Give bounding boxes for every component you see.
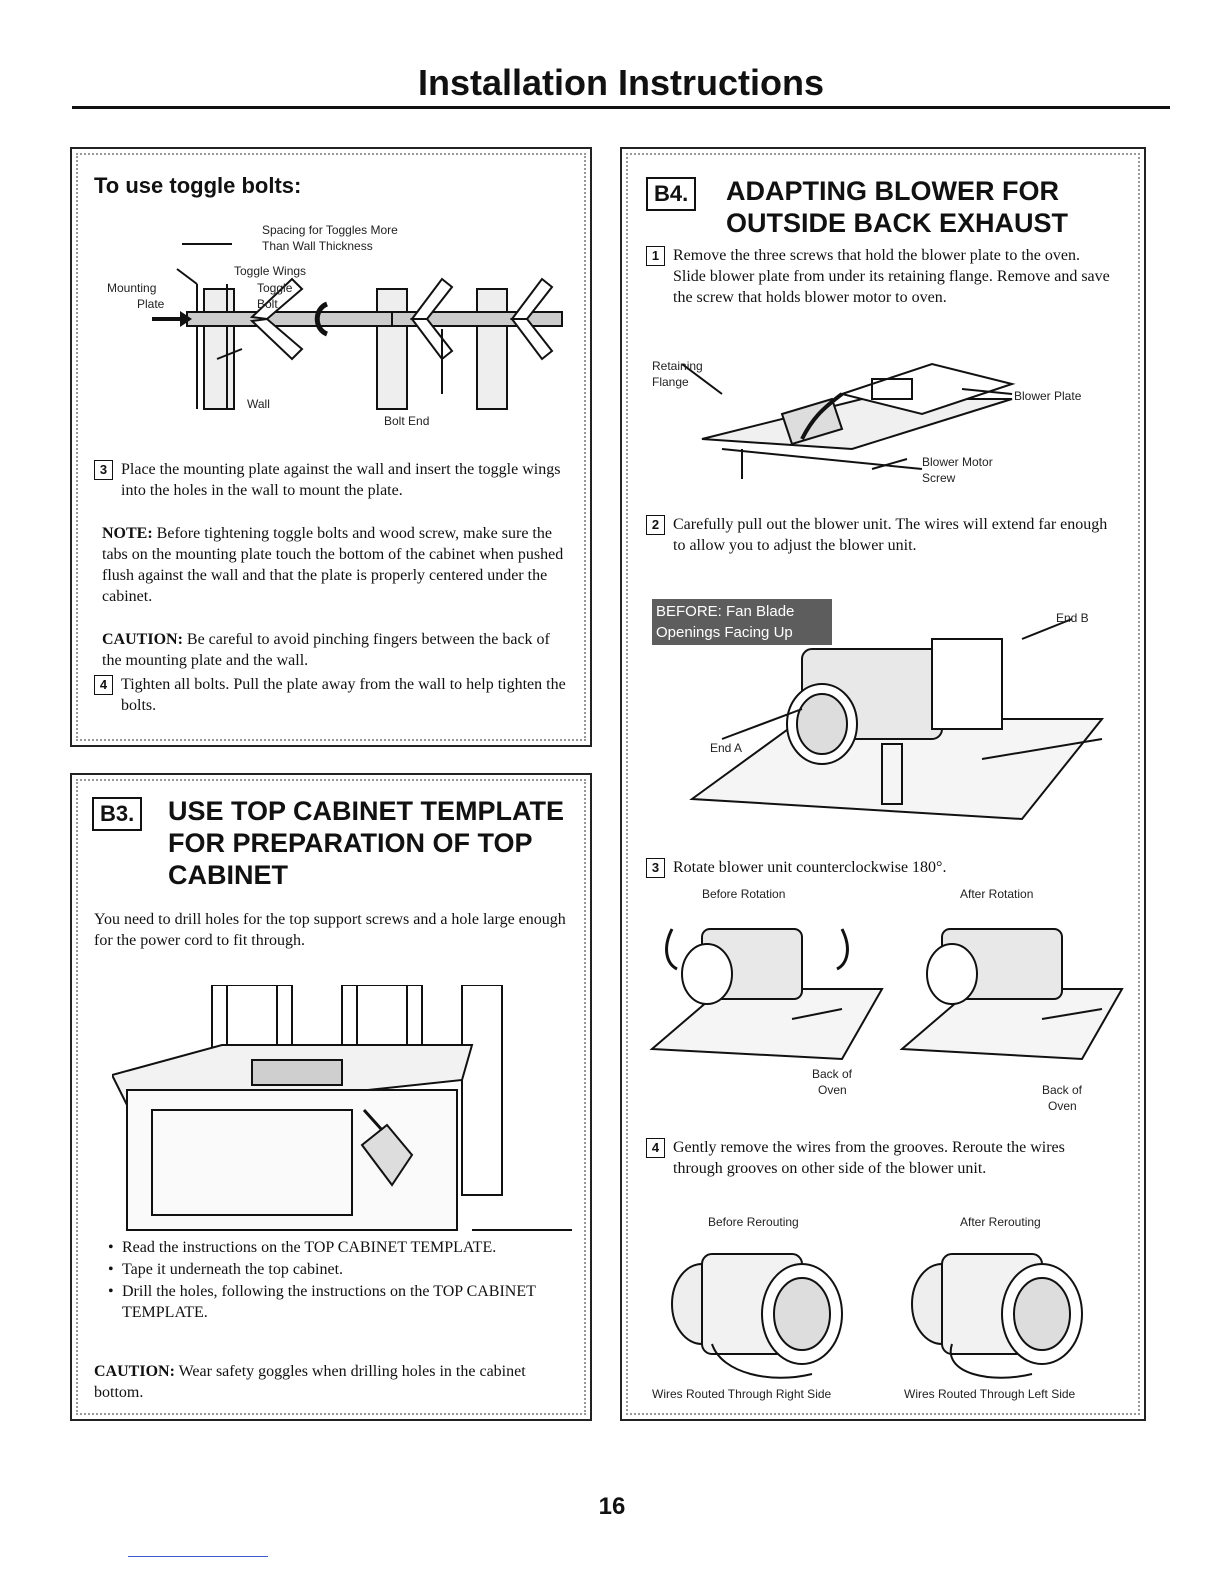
label-blower-motor: Blower Motor <box>922 455 993 469</box>
step-text: Rotate blower unit counterclockwise 180°… <box>673 859 947 876</box>
banner-line-1: BEFORE: Fan Blade <box>656 603 795 620</box>
bullet-item: Read the instructions on the TOP CABINET… <box>108 1237 568 1258</box>
footer-link-line <box>128 1556 268 1557</box>
page-title: Installation Instructions <box>417 62 825 103</box>
caution-paragraph: CAUTION: Be careful to avoid pinching fi… <box>102 629 572 671</box>
b4-step-2: 2 Carefully pull out the blower unit. Th… <box>646 514 1116 556</box>
b3-badge: B3. <box>92 797 143 831</box>
label-before-rerouting: Before Rerouting <box>708 1215 799 1229</box>
label-toggle: Toggle <box>257 281 293 295</box>
b3-heading-2: FOR PREPARATION OF TOP <box>168 828 533 858</box>
step-number: 3 <box>646 858 665 878</box>
label-oven-2: Oven <box>1048 1099 1077 1113</box>
step-4: 4 Tighten all bolts. Pull the plate away… <box>94 674 574 716</box>
label-than-wall: Than Wall Thickness <box>262 239 373 253</box>
b4-panel: B4. ADAPTING BLOWER FOR OUTSIDE BACK EXH… <box>620 147 1146 1421</box>
note-label: NOTE: <box>102 525 153 542</box>
step-text: Carefully pull out the blower unit. The … <box>673 516 1108 554</box>
label-wires-right: Wires Routed Through Right Side <box>652 1387 832 1401</box>
b3-heading-3: CABINET <box>168 860 288 890</box>
bullet-item: Tape it underneath the top cabinet. <box>108 1259 568 1280</box>
step-text: Remove the three screws that hold the bl… <box>673 247 1110 306</box>
label-back-of-2: Back of <box>1042 1083 1083 1097</box>
step-number: 4 <box>94 675 113 695</box>
toggle-bolt-figure <box>152 243 563 410</box>
note-text: Before tightening toggle bolts and wood … <box>102 525 564 605</box>
rerouting-figure <box>671 1253 1083 1379</box>
label-toggle-wings: Toggle Wings <box>234 264 307 278</box>
cabinet-drilling-figure <box>112 985 572 1231</box>
title-rule <box>72 106 1170 109</box>
label-bolt: Bolt <box>257 297 278 311</box>
label-retaining: Retaining <box>652 359 703 373</box>
label-bolt-end: Bolt End <box>384 414 430 428</box>
label-screw: Screw <box>922 471 956 485</box>
b4-step-3: 3 Rotate blower unit counterclockwise 18… <box>646 857 1116 878</box>
step-number: 4 <box>646 1138 665 1158</box>
b4-heading-2: OUTSIDE BACK EXHAUST <box>726 208 1069 238</box>
banner-line-2: Openings Facing Up <box>656 624 793 641</box>
step-text: Gently remove the wires from the grooves… <box>673 1139 1065 1177</box>
label-after-rotation: After Rotation <box>960 887 1034 901</box>
caution-label: CAUTION: <box>94 1363 175 1380</box>
b3-intro: You need to drill holes for the top supp… <box>94 911 566 949</box>
caution-text: Wear safety goggles when drilling holes … <box>94 1363 526 1401</box>
step-text: Tighten all bolts. Pull the plate away f… <box>121 676 566 714</box>
label-end-b: End B <box>1056 611 1089 625</box>
label-end-a: End A <box>710 741 743 755</box>
label-wires-left: Wires Routed Through Left Side <box>904 1387 1076 1401</box>
b4-badge: B4. <box>646 177 697 211</box>
label-back-of-1: Back of <box>812 1067 853 1081</box>
page-number: 16 <box>598 1493 626 1520</box>
b3-heading-1: USE TOP CABINET TEMPLATE <box>168 796 565 826</box>
note-paragraph: NOTE: Before tightening toggle bolts and… <box>102 523 572 607</box>
b3-bullet-list: Read the instructions on the TOP CABINET… <box>108 1237 568 1324</box>
toggle-bolts-heading: To use toggle bolts: <box>94 173 302 198</box>
toggle-bolts-panel: To use toggle bolts: <box>70 147 592 747</box>
caution-label: CAUTION: <box>102 631 183 648</box>
b3-panel: B3. USE TOP CABINET TEMPLATE FOR PREPARA… <box>70 773 592 1421</box>
label-spacing: Spacing for Toggles More <box>262 223 398 237</box>
b4-step-4: 4 Gently remove the wires from the groov… <box>646 1137 1116 1179</box>
label-plate: Plate <box>137 297 165 311</box>
caution-text: Be careful to avoid pinching fingers bet… <box>102 631 550 669</box>
step-number: 3 <box>94 460 113 480</box>
step-number: 2 <box>646 515 665 535</box>
b3-caution: CAUTION: Wear safety goggles when drilli… <box>94 1361 568 1403</box>
label-after-rerouting: After Rerouting <box>960 1215 1041 1229</box>
blower-plate-figure <box>682 362 1016 479</box>
label-oven-1: Oven <box>818 1083 847 1097</box>
b4-heading-1: ADAPTING BLOWER FOR <box>726 176 1059 206</box>
step-3: 3 Place the mounting plate against the w… <box>94 459 574 501</box>
b4-step-1: 1 Remove the three screws that hold the … <box>646 245 1116 308</box>
fig2-banner: BEFORE: Fan Blade Openings Facing Up <box>652 599 832 645</box>
blower-unit-figure <box>689 618 1105 821</box>
step-number: 1 <box>646 246 665 266</box>
bullet-item: Drill the holes, following the instructi… <box>108 1281 568 1323</box>
rotation-figure <box>649 928 1124 1061</box>
label-flange: Flange <box>652 375 689 389</box>
label-blower-plate: Blower Plate <box>1014 389 1082 403</box>
step-text: Place the mounting plate against the wal… <box>121 461 561 499</box>
label-wall: Wall <box>247 397 270 411</box>
label-mounting: Mounting <box>107 281 157 295</box>
label-before-rotation: Before Rotation <box>702 887 786 901</box>
